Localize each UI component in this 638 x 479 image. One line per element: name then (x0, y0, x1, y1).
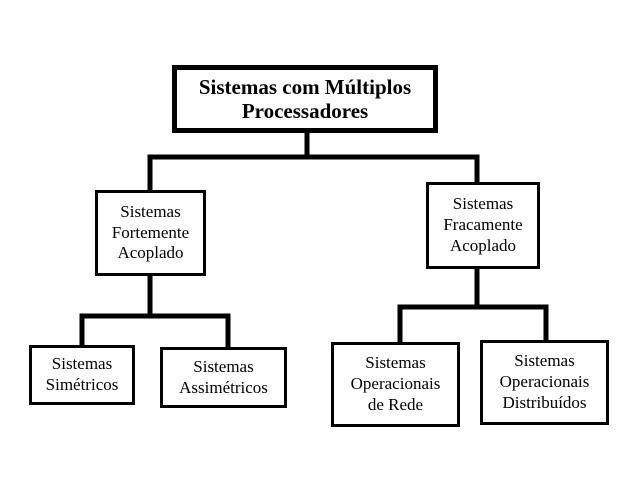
node-root-line-1: Sistemas com Múltiplos (198, 74, 412, 99)
node-fortemente-line-3: Acoplado (117, 243, 184, 263)
node-sistemas-operacionais-distribuidos: Sistemas Operacionais Distribuídos (480, 340, 609, 425)
node-assimetricos-line-1: Sistemas (193, 356, 254, 376)
node-rede-line-3: de Rede (367, 394, 424, 414)
node-sistemas-simetricos: Sistemas Simétricos (29, 345, 135, 405)
node-distribuidos-line-2: Operacionais (499, 372, 590, 392)
node-sistemas-multiplos-processadores: Sistemas com Múltiplos Processadores (172, 65, 438, 133)
node-fortemente-line-1: Sistemas (120, 201, 181, 221)
node-distribuidos-line-1: Sistemas (514, 351, 575, 371)
node-rede-line-1: Sistemas (365, 353, 426, 373)
node-assimetricos-line-2: Assimétricos (179, 377, 268, 397)
node-root-line-2: Processadores (241, 99, 369, 123)
node-fortemente-line-2: Fortemente (111, 222, 190, 242)
node-fracamente-line-3: Acoplado (449, 235, 517, 255)
node-sistemas-operacionais-de-rede: Sistemas Operacionais de Rede (331, 342, 460, 427)
node-simetricos-line-1: Sistemas (51, 354, 113, 374)
node-simetricos-line-2: Simétricos (45, 375, 119, 394)
node-sistemas-fortemente-acoplado: Sistemas Fortemente Acoplado (95, 190, 206, 276)
node-sistemas-fracamente-acoplado: Sistemas Fracamente Acoplado (426, 182, 540, 269)
node-fracamente-line-2: Fracamente (443, 215, 523, 235)
node-sistemas-assimetricos: Sistemas Assimétricos (160, 347, 287, 408)
node-rede-line-2: Operacionais (350, 374, 441, 394)
node-fracamente-line-1: Sistemas (452, 194, 514, 214)
node-distribuidos-line-3: Distribuídos (502, 392, 587, 412)
